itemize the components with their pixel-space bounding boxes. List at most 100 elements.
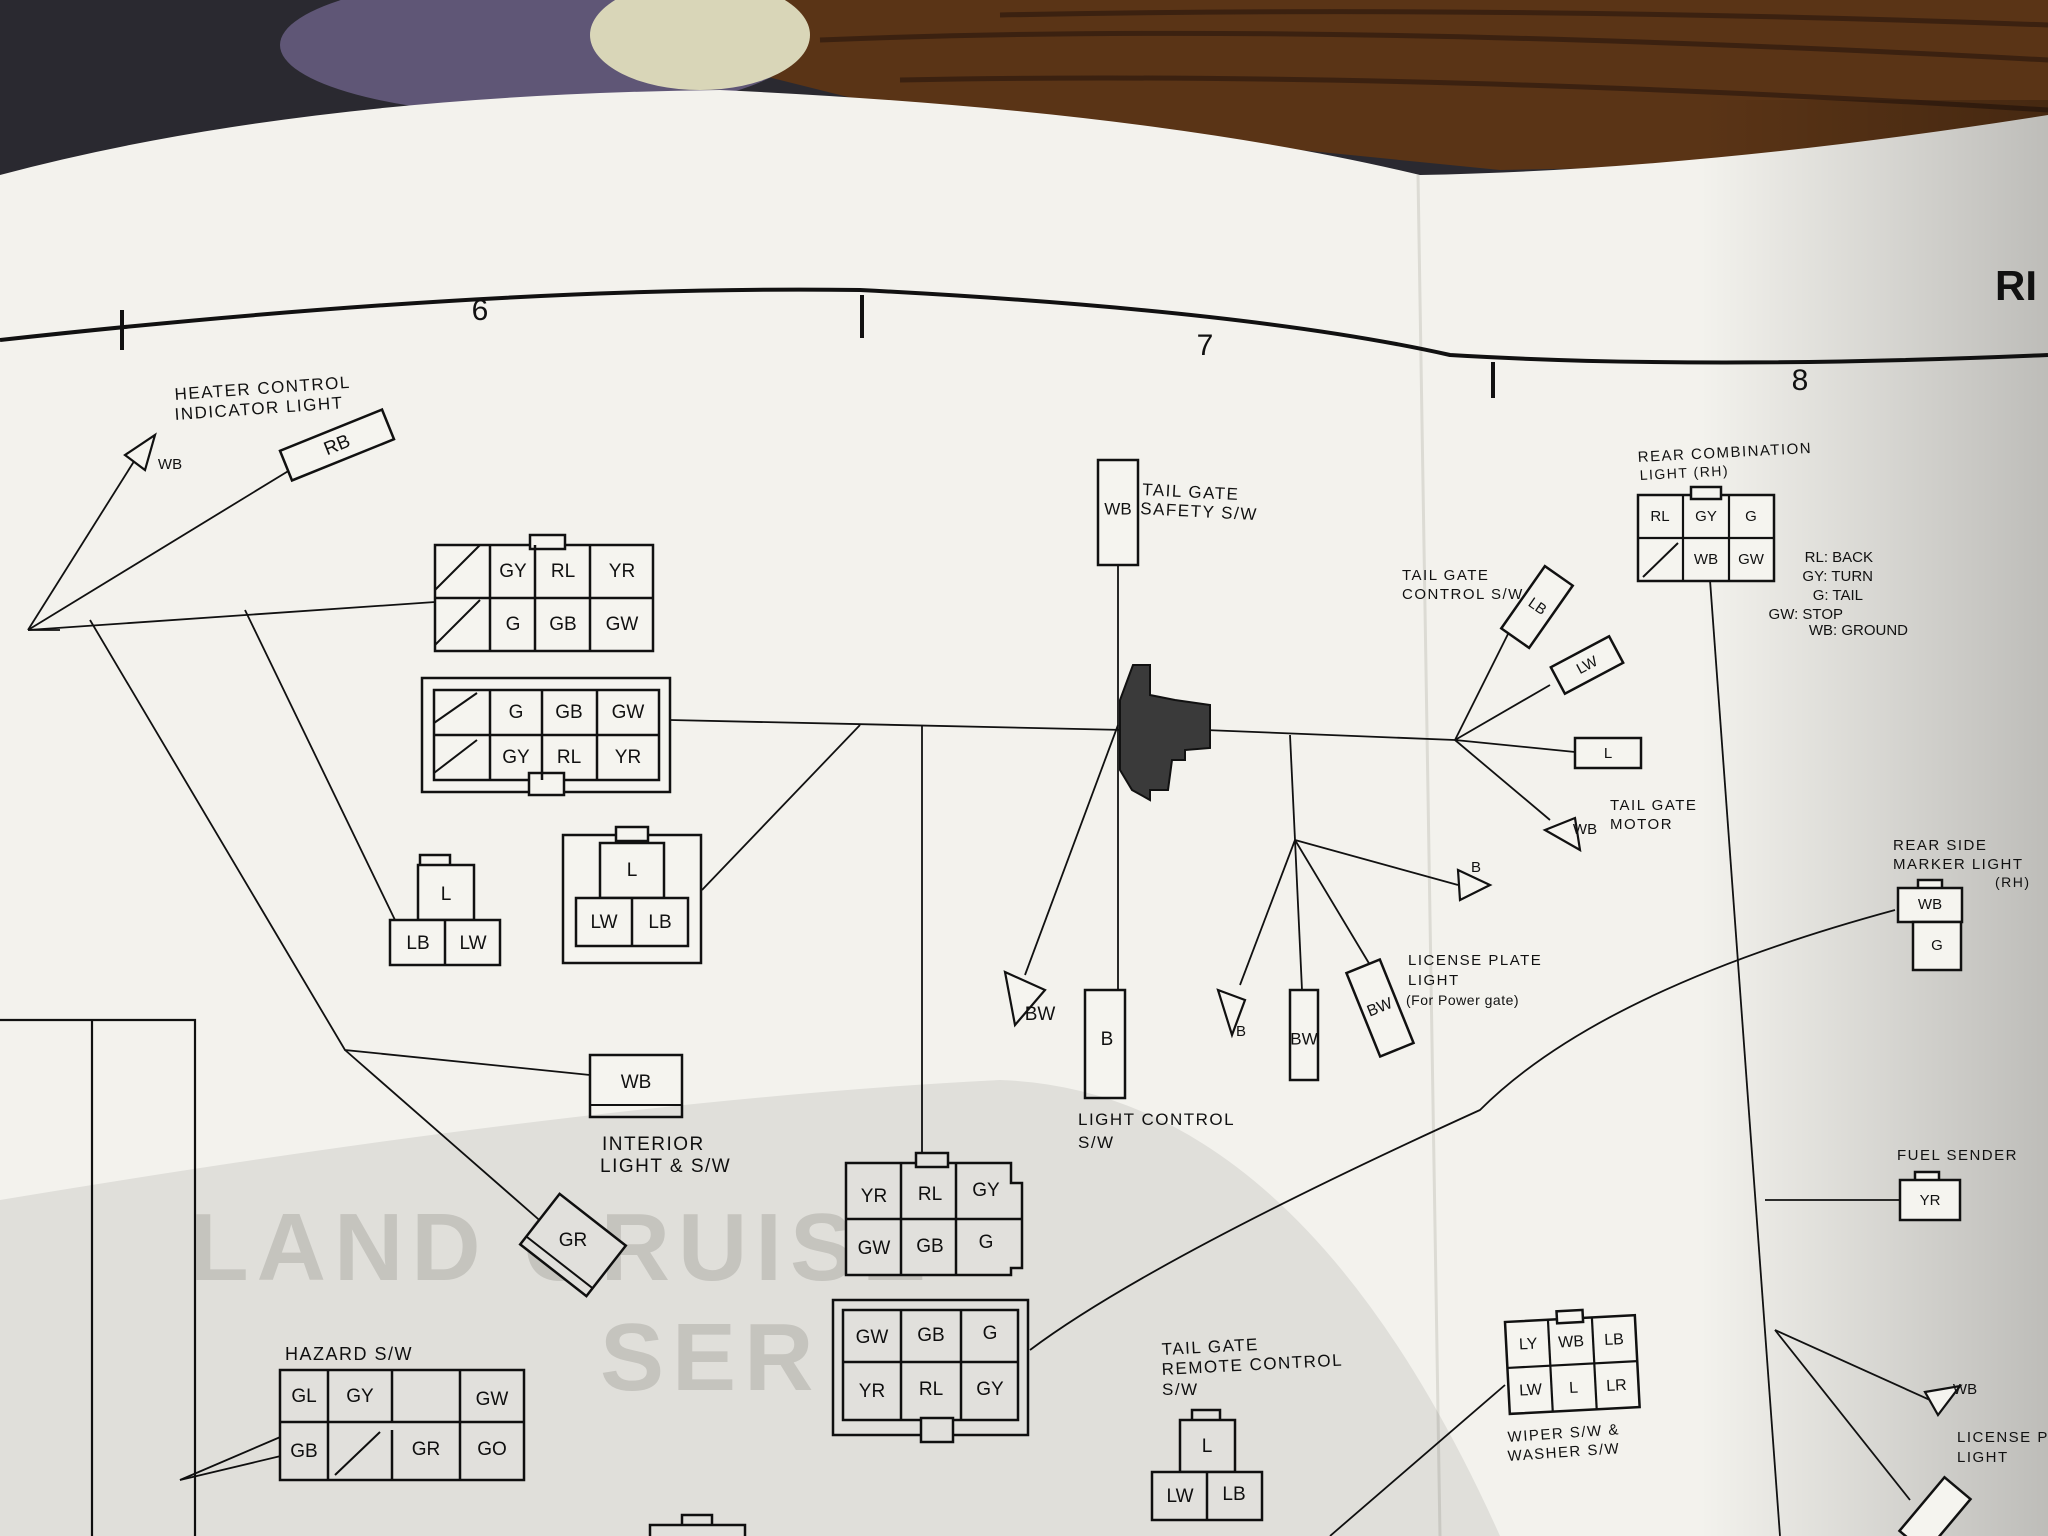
pin: RL [918,1184,942,1205]
manual-page [0,90,2048,1536]
interior-pin: WB [621,1072,652,1093]
ground-b2: B [1456,859,1493,902]
column-header-rule [0,287,2048,365]
pin: GB [916,1236,943,1257]
pin: L [441,884,452,905]
wiper-washer-switch: LY WB LB LW L LR WIPER S/W & WASHER S/W [1503,1308,1641,1465]
ground-b1-icon [1216,988,1247,1039]
tail-gate-motor: WB TAIL GATE MOTOR [1542,797,1696,853]
connector-top-a: GY RL YR G GB GW [433,533,655,653]
plastic-item [590,0,810,90]
page-fold [1416,174,1442,1536]
pin: GL [291,1386,316,1407]
pin: LY [1519,1336,1539,1354]
hazard-switch: HAZARD S/W GL GY GW GB GR GO [278,1344,526,1482]
license-plate-label-line1: LICENSE PLATE [1408,952,1542,969]
pin: GW [606,614,639,635]
pin: L [1202,1436,1213,1457]
corner-heading: RI [1995,262,2037,309]
pin: GY [972,1180,1000,1201]
pin: GW [612,702,645,723]
ground-b2-icon [1456,868,1493,902]
pin: GB [290,1441,317,1462]
heater-ground-icon [123,432,157,472]
bw-connector-pin: BW [1290,1029,1317,1048]
safety-switch-pin: WB [1104,499,1131,518]
tg-motor-label-line2: MOTOR [1610,816,1673,833]
light-control-label-line1: LIGHT CONTROL [1078,1110,1235,1129]
legend-item: RL: BACK [1805,549,1873,566]
heater-ground-label: WB [158,456,182,473]
fuel-sender-pin: YR [1920,1192,1941,1209]
pin: LB [1222,1484,1245,1505]
pin: YR [615,747,641,768]
pin: YR [861,1186,887,1207]
side-marker-label-line1: REAR SIDE [1893,837,1987,854]
pin: WB [1558,1333,1585,1351]
license-right-ground: WB [1953,1381,1977,1398]
pin: GY [502,747,530,768]
pin: GY [499,561,527,582]
pin: YR [609,561,635,582]
column-number-6: 6 [472,294,489,327]
license-plate-light: BW LICENSE PLATE LIGHT (For Power gate) [1344,952,1542,1059]
pin: G [1745,508,1757,525]
pin: YR [859,1381,885,1402]
fuel-sender: FUEL SENDER YR [1897,1147,2016,1222]
gr-connector: GR [518,1192,628,1298]
rear-combo-label-line2: LIGHT (RH) [1639,462,1729,483]
tg-motor-ground-icon [1542,816,1582,853]
light-control-switch: B LIGHT CONTROL S/W [1078,988,1235,1152]
license-light-right: WB LICENSE P LIGHT [1897,1381,2047,1536]
pin: GR [412,1439,441,1460]
legend-item: GW: STOP [1769,606,1843,623]
pin: L [1569,1379,1579,1396]
tg-motor-ground: WB [1573,821,1597,838]
safety-switch-box [1096,458,1140,567]
heater-connector [278,407,396,483]
pin: GB [917,1325,944,1346]
ground-bw: BW [1003,970,1055,1028]
pin: GW [1738,551,1765,568]
legend-item: GY: TURN [1802,568,1873,585]
light-control-pin: B [1101,1029,1114,1050]
tail-gate-control-switch: TAIL GATE CONTROL S/W LB [1402,564,1575,650]
pin: LW [1519,1381,1544,1399]
l-connector-pin: L [1604,745,1612,762]
pin: G [509,702,524,723]
watermark-line-2: SER [600,1304,821,1411]
small-connector-b: L LW LB [561,825,703,965]
pin: GW [476,1389,509,1410]
pin: G [1931,937,1943,954]
pin: GB [555,702,582,723]
small-connector-a: L LB LW [388,853,502,967]
interior-label-line1: INTERIOR [602,1134,705,1155]
hazard-label: HAZARD S/W [285,1344,413,1364]
connector-mid-b: GW GB G YR RL GY [831,1298,1030,1444]
interior-label-line2: LIGHT & S/W [600,1156,731,1177]
light-control-box [1083,988,1127,1100]
ground-b1-label: B [1236,1023,1246,1040]
pin: RL [551,561,575,582]
pin: LW [590,912,617,933]
pin: GW [858,1238,891,1259]
column-number-8: 8 [1792,364,1809,397]
page-shadow [1700,100,2048,1536]
ground-bw-icon [1003,970,1047,1028]
connector-mid-a: YR RL GY GW GB G [844,1151,1024,1277]
lw-connector: LW [1549,634,1625,696]
pin: LB [1604,1331,1624,1349]
pin: LW [459,933,486,954]
rear-combination-light: REAR COMBINATION LIGHT (RH) RL GY G WB G… [1636,440,1908,639]
ground-b2-label: B [1471,859,1481,876]
side-marker-label-line3: (RH) [1995,874,2031,890]
wires [27,454,1931,1536]
partial-connector-bottom [648,1513,747,1536]
photo-shadow [0,1080,1500,1536]
license-plate-label-line3: (For Power gate) [1406,992,1519,1008]
pin: LW [1166,1486,1193,1507]
tail-gate-remote-control-switch: TAIL GATE REMOTE CONTROL S/W L LW LB [1150,1335,1344,1522]
license-right-label-line2: LIGHT [1957,1449,2009,1466]
legend-item: WB: GROUND [1809,622,1908,639]
